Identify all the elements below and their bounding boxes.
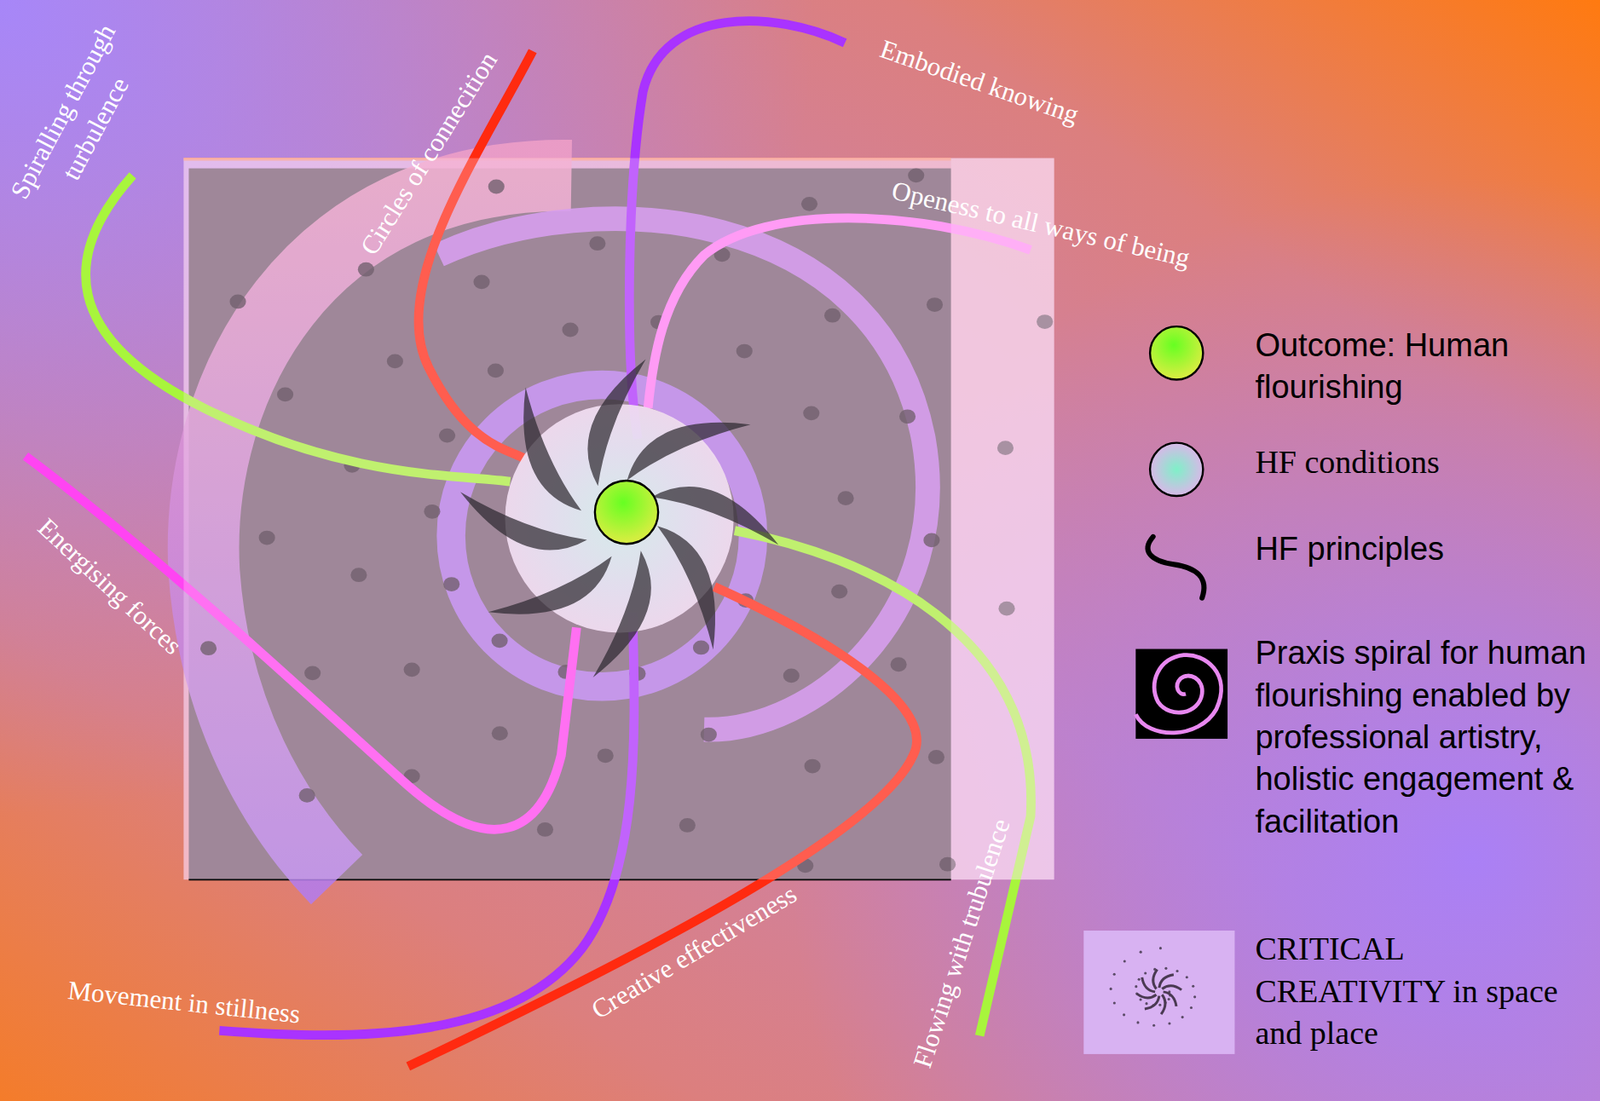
legend-swoosh bbox=[1161, 994, 1166, 1015]
legend-swoosh bbox=[1137, 993, 1157, 999]
legend-texture-dot bbox=[1159, 947, 1162, 950]
legend-principle-icon bbox=[1148, 537, 1205, 599]
legend-texture-dot bbox=[1137, 978, 1141, 982]
pale-square bbox=[183, 158, 1054, 881]
legend-texture-dot bbox=[1109, 987, 1113, 991]
legend-texture-dot bbox=[1134, 985, 1138, 988]
principle-label: Creative effectiveness bbox=[583, 876, 803, 1029]
legend-outcome-icon bbox=[1149, 326, 1203, 380]
principle-swooshes bbox=[460, 359, 779, 678]
principle-swoosh bbox=[652, 486, 780, 545]
legend-text: HF principles bbox=[1254, 528, 1595, 571]
legend-texture-dot bbox=[1175, 970, 1179, 973]
legend-text: HF conditions bbox=[1254, 441, 1595, 484]
legend-swoosh bbox=[1161, 986, 1182, 991]
square-wash bbox=[951, 158, 1055, 881]
legend-praxis-icon bbox=[1135, 649, 1228, 740]
legend-texture-dot bbox=[1189, 1006, 1193, 1010]
legend-texture-dot bbox=[1123, 959, 1127, 963]
principle-label: Energising forces bbox=[29, 509, 191, 664]
outcome-circle bbox=[594, 480, 659, 544]
principle-swoosh bbox=[657, 525, 716, 650]
legend-texture-dot bbox=[1158, 1004, 1162, 1007]
principle-label: Spiralling through turbulence bbox=[0, 1, 167, 240]
legend-text: Outcome: Human flourishing bbox=[1254, 324, 1595, 410]
legend-praxis-spiral bbox=[1135, 655, 1221, 734]
legend-texture-dot bbox=[1167, 1022, 1171, 1025]
principle-swoosh bbox=[523, 387, 582, 511]
legend-critical-icon bbox=[1083, 930, 1235, 1055]
legend-texture-dot bbox=[1139, 998, 1143, 1001]
legend-texture-dot bbox=[1191, 985, 1195, 988]
legend-texture-dot bbox=[1139, 951, 1143, 954]
legend-texture-dot bbox=[1181, 1016, 1185, 1019]
principle-label: Flowing with trubulence bbox=[903, 814, 1019, 1074]
legend-text: CRITICAL CREATIVITY in space and place bbox=[1254, 928, 1595, 1055]
principle-swoosh bbox=[488, 556, 613, 615]
principle-label: Movement in stillness bbox=[65, 971, 302, 1034]
legend-conditions-icon bbox=[1149, 443, 1203, 497]
legend-texture-dot bbox=[1122, 1013, 1126, 1017]
legend-texture-dot bbox=[1152, 1024, 1156, 1028]
legend-critical-texture bbox=[1109, 947, 1197, 1028]
legend-texture-dot bbox=[1113, 1001, 1116, 1005]
square-wash bbox=[183, 158, 1054, 881]
legend-swoosh bbox=[1153, 970, 1158, 990]
principle-swoosh bbox=[627, 422, 751, 481]
principle-label: Openess to all ways of being bbox=[888, 172, 1194, 278]
legend-texture-dot bbox=[1113, 973, 1116, 977]
legend-texture-dot bbox=[1144, 1002, 1148, 1006]
principle-label: Circles of connecition bbox=[351, 44, 507, 262]
legend-texture-dot bbox=[1185, 976, 1189, 979]
legend-texture-dot bbox=[1143, 971, 1147, 975]
legend-texture-dot bbox=[1167, 998, 1171, 1001]
legend-texture-dot bbox=[1136, 1021, 1139, 1024]
legend-texture-dot bbox=[1193, 995, 1196, 999]
legend-text: Praxis spiral for human flourishing enab… bbox=[1254, 632, 1595, 844]
principle-label: Embodied knowing bbox=[875, 30, 1085, 133]
legend-texture-dot bbox=[1164, 967, 1167, 971]
